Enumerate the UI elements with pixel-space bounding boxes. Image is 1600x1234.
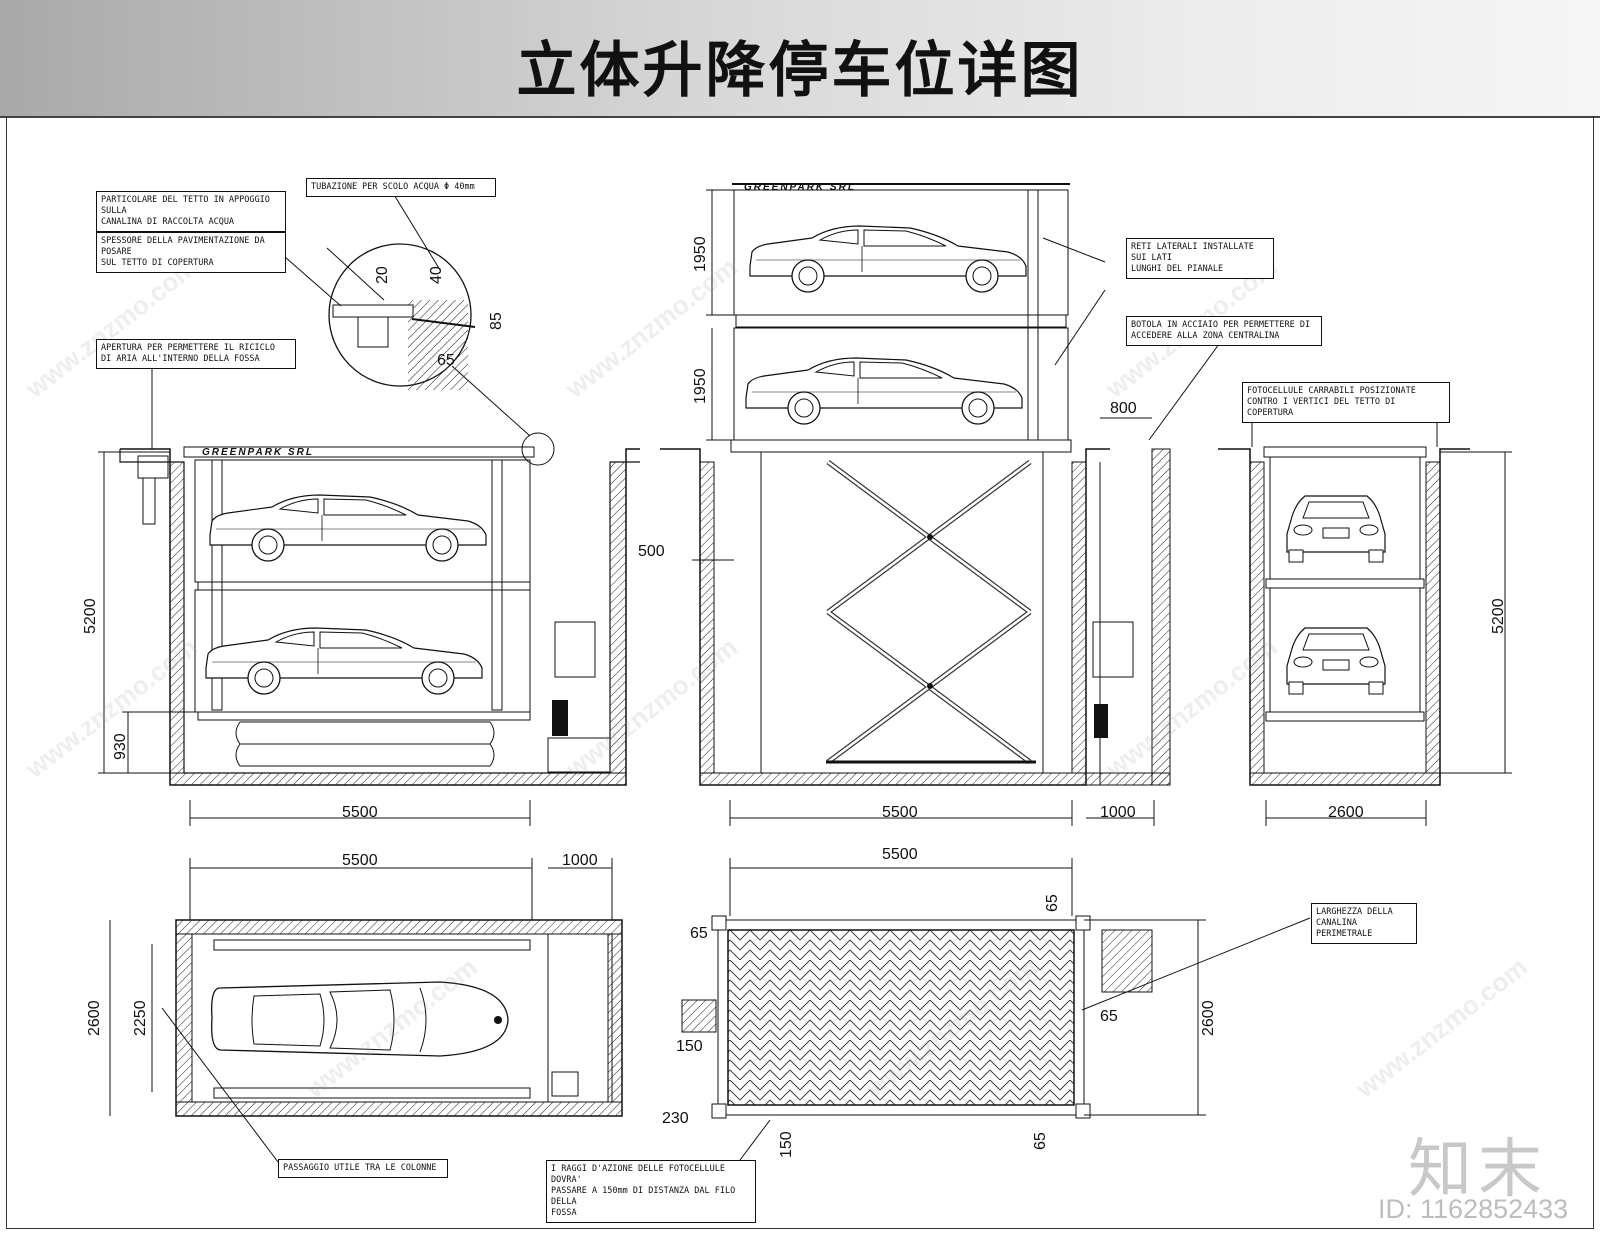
dim-depth-500: 500 — [638, 543, 665, 560]
note-tube: TUBAZIONE PER SCOLO ACQUA Φ 40mm — [306, 178, 496, 197]
dim-width-2600-roof: 2600 — [1200, 1000, 1217, 1036]
plan-view-left — [109, 858, 623, 1163]
dim-65-top-right: 65 — [1044, 894, 1061, 912]
note-roof-detail: PARTICOLARE DEL TETTO IN APPOGGIO SULLA … — [96, 191, 286, 232]
image-id-label: ID: 1162852433 — [1378, 1194, 1569, 1224]
note-rays: I RAGGI D'AZIONE DELLE FOTOCELLULE DOVRA… — [546, 1160, 756, 1223]
note-gutter-width: LARGHEZZA DELLA CANALINA PERIMETRALE — [1311, 903, 1417, 944]
dim-width-5500-left: 5500 — [342, 804, 378, 821]
note-nets: RETI LATERALI INSTALLATE SUI LATI LUNGHI… — [1126, 238, 1274, 279]
section-view-right — [1218, 402, 1512, 826]
dim-65-right: 65 — [1100, 1008, 1118, 1025]
dim-height-930: 930 — [112, 733, 129, 760]
note-air: APERTURA PER PERMETTERE IL RICICLO DI AR… — [96, 339, 296, 369]
note-photocells: FOTOCELLULE CARRABILI POSIZIONATE CONTRO… — [1242, 382, 1450, 423]
dim-detail-85: 85 — [488, 312, 505, 330]
drawing-title: 立体升降停车位详图 — [516, 36, 1084, 106]
dim-height-5200-left: 5200 — [82, 598, 99, 634]
dim-230: 230 — [662, 1110, 689, 1127]
dim-150-left: 150 — [676, 1038, 703, 1055]
brand-label: GREENPARK SRL — [202, 447, 314, 458]
dim-width-5500-roof: 5500 — [882, 846, 918, 863]
dim-150-bottom: 150 — [778, 1131, 795, 1158]
drawing-frame — [6, 116, 1594, 1229]
dim-65-top-left: 65 — [690, 925, 708, 942]
dim-level-1950-bottom: 1950 — [692, 368, 709, 404]
note-passage: PASSAGGIO UTILE TRA LE COLONNE — [278, 1159, 448, 1178]
section-view-center — [660, 183, 1223, 826]
brand-logo: 知末 — [1408, 1133, 1548, 1207]
dim-65-bottom-right: 65 — [1032, 1132, 1049, 1150]
dim-width-5500-center: 5500 — [882, 804, 918, 821]
dim-width-5500-plan: 5500 — [342, 852, 378, 869]
dim-detail-20: 20 — [374, 266, 391, 284]
plan-view-right — [681, 858, 1311, 1161]
section-view-left — [98, 192, 640, 826]
dim-side-1000-center: 1000 — [1100, 804, 1136, 821]
dim-width-2600-right: 2600 — [1328, 804, 1364, 821]
dim-side-1000-plan: 1000 — [562, 852, 598, 869]
note-pavement: SPESSORE DELLA PAVIMENTAZIONE DA POSARE … — [96, 232, 286, 273]
dim-detail-40: 40 — [428, 266, 445, 284]
dim-detail-65: 65 — [437, 352, 455, 369]
dim-access-800: 800 — [1110, 400, 1137, 417]
dim-level-1950-top: 1950 — [692, 236, 709, 272]
brand-label: GREENPARK SRL — [744, 182, 856, 193]
dim-width-2600-plan: 2600 — [86, 1000, 103, 1036]
dim-inner-2250: 2250 — [132, 1000, 149, 1036]
dim-height-5200-right: 5200 — [1490, 598, 1507, 634]
title-band: 立体升降停车位详图 — [0, 0, 1600, 118]
note-hatch: BOTOLA IN ACCIAIO PER PERMETTERE DI ACCE… — [1126, 316, 1322, 346]
